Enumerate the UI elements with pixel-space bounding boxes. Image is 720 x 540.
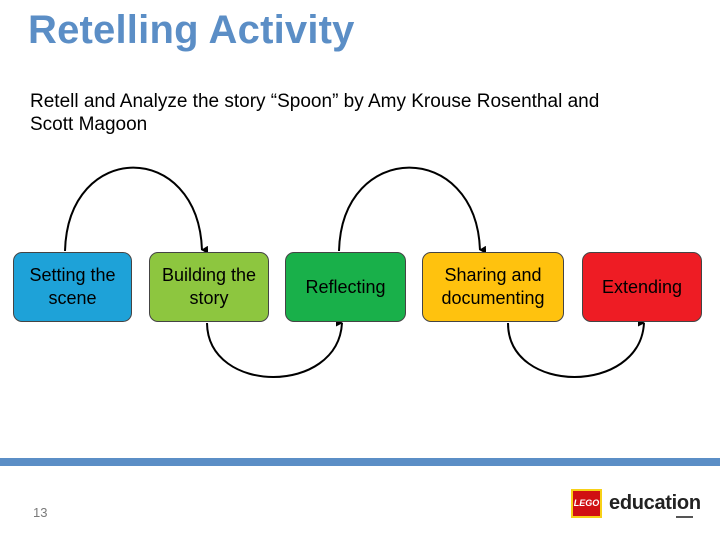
connector-arrow-2 bbox=[206, 318, 343, 378]
step-label: Reflecting bbox=[305, 276, 386, 297]
slide-subtitle: Retell and Analyze the story “Spoon” by … bbox=[30, 91, 600, 135]
step-setting-the-scene: Setting the scene bbox=[13, 252, 132, 322]
page-number: 13 bbox=[33, 505, 48, 520]
step-sharing-and-documenting: Sharing and documenting bbox=[422, 252, 564, 322]
step-label: Building the story bbox=[161, 265, 257, 308]
footer-bar bbox=[0, 458, 720, 466]
connector-arrow-3 bbox=[338, 166, 487, 254]
lego-logo-icon: LEGO bbox=[571, 488, 602, 518]
step-reflecting: Reflecting bbox=[285, 252, 406, 322]
slide-title: Retelling Activity bbox=[28, 8, 355, 52]
step-label: Extending bbox=[601, 276, 683, 297]
step-label: Setting the scene bbox=[29, 265, 116, 308]
lego-education-logo: LEGO education bbox=[571, 488, 701, 518]
step-label: Sharing and documenting bbox=[441, 265, 545, 308]
step-extending: Extending bbox=[582, 252, 702, 322]
connector-arrow-1 bbox=[64, 166, 209, 254]
logo-underline bbox=[676, 516, 693, 518]
logo-text: education bbox=[609, 491, 701, 514]
connector-arrow-4 bbox=[507, 318, 645, 378]
step-building-the-story: Building the story bbox=[149, 252, 269, 322]
